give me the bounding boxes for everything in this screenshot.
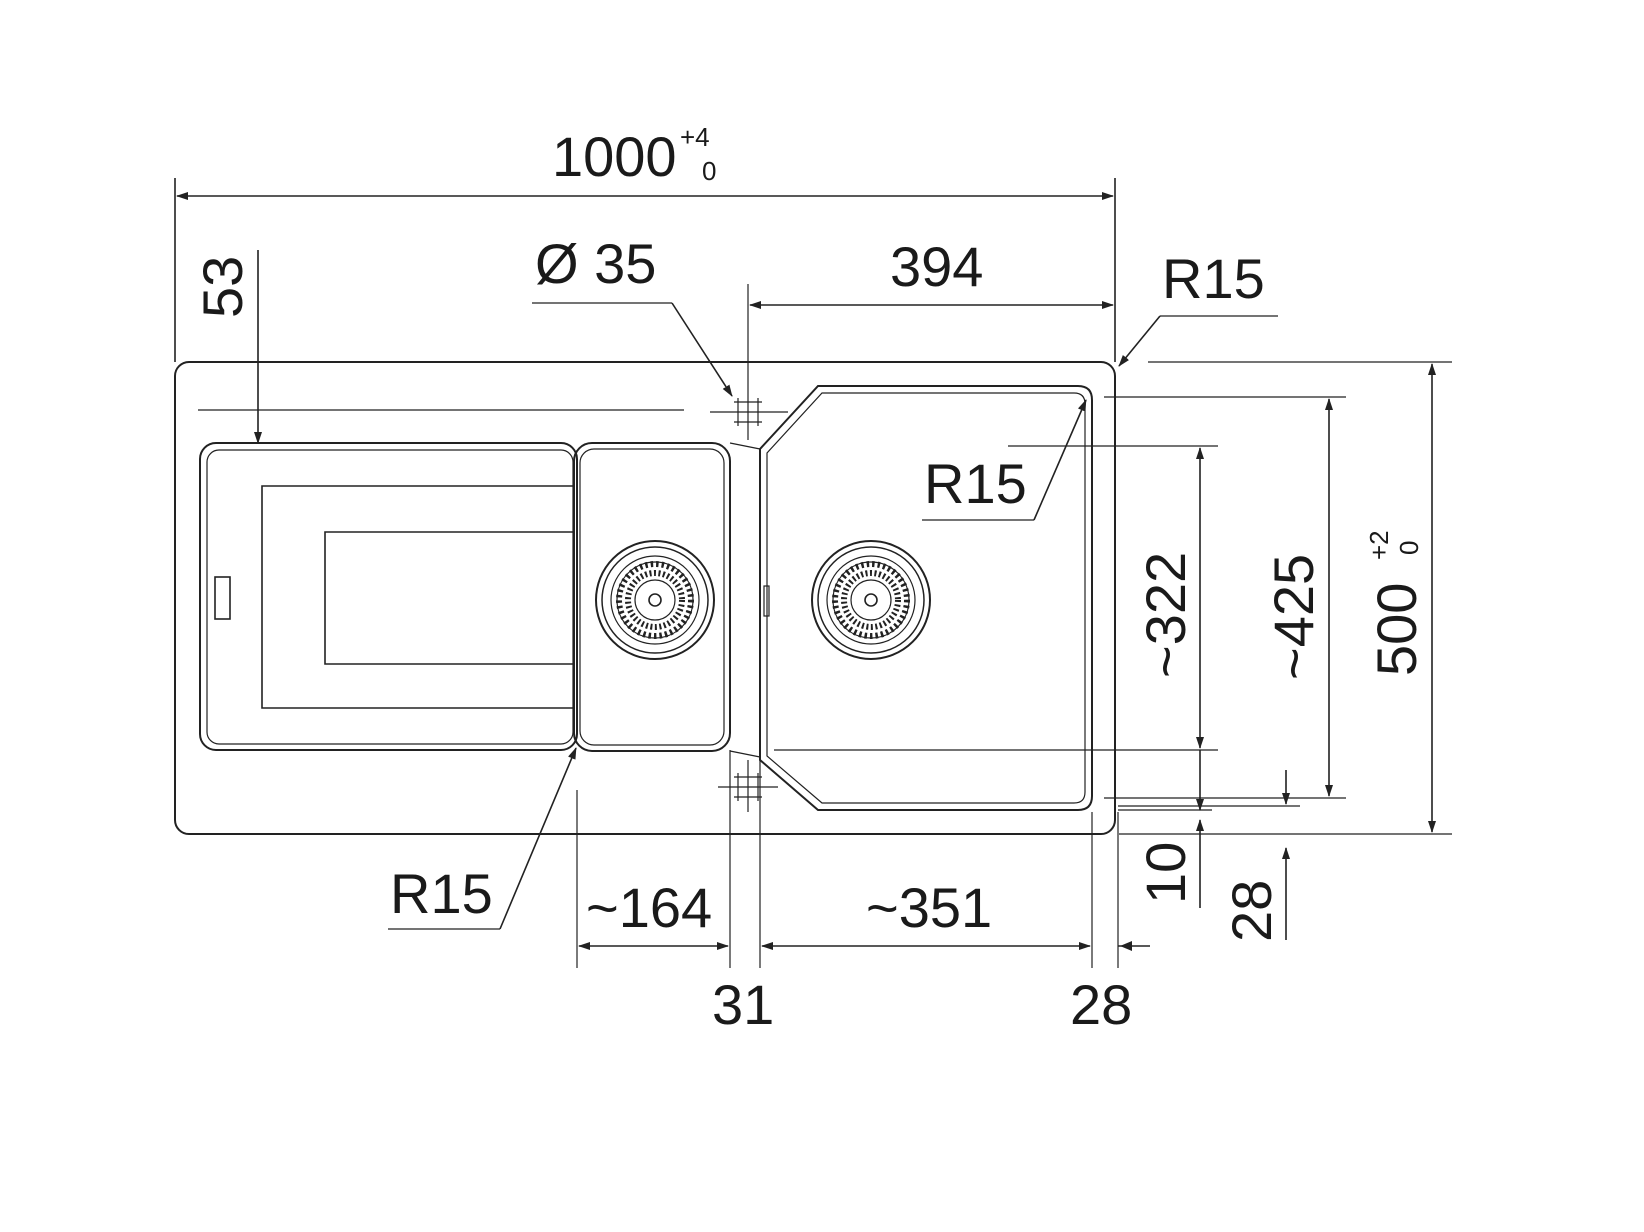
overflow-slot (214, 576, 231, 620)
dim-corner-radius-small-bowl: R15 (388, 747, 577, 930)
dim-corner-radius-main-bowl-value: R15 (924, 452, 1027, 515)
drainer-outer-outline (199, 442, 578, 751)
dim-tap-hole: Ø 35 (532, 232, 733, 397)
small-bowl (573, 442, 731, 752)
dim-main-bowl-depth-value: ~322 (1134, 552, 1197, 678)
drainer-groove-2 (324, 531, 575, 665)
dim-overall-length-tol-lower: 0 (702, 156, 716, 186)
dim-corner-radius-outer-value: R15 (1162, 247, 1265, 310)
dim-bottom-gap-10: 10 (1118, 750, 1212, 908)
dim-bottom-gap-28-value: 28 (1220, 880, 1283, 942)
dim-overall-width-tol-lower: 0 (1394, 541, 1424, 555)
main-bowl-inner (766, 392, 1086, 804)
dim-drainer-offset: 53 (191, 250, 684, 444)
dim-right-margin-value: 28 (1070, 973, 1132, 1036)
main-bowl-overflow (763, 585, 770, 617)
tap-hole-bottom (718, 760, 778, 812)
dim-overall-width-value: 500 (1365, 583, 1428, 676)
sink-body (174, 361, 1116, 835)
main-bowl (759, 385, 1093, 811)
dim-main-bowl-offset-value: 394 (890, 235, 983, 298)
dim-main-bowl-outer-depth: ~425 (1104, 396, 1346, 799)
dim-overall-width: 500 +2 0 (1119, 361, 1452, 835)
drainer-groove-1 (261, 485, 575, 709)
dim-bottom-gap-10-value: 10 (1134, 842, 1197, 904)
dim-main-bowl-outer-depth-value: ~425 (1262, 554, 1325, 680)
dim-overall-length-tol-upper: +4 (680, 122, 710, 152)
tap-hole-top (710, 384, 788, 440)
sink-outer-outline (174, 361, 1116, 835)
dim-bottom-gap-28: 28 (1118, 770, 1300, 942)
dim-corner-radius-small-bowl-value: R15 (390, 862, 493, 925)
main-bowl-strainer (811, 540, 931, 660)
bowl-divider (729, 442, 761, 758)
dim-drainer-offset-value: 53 (191, 256, 254, 318)
main-bowl-outer (759, 385, 1093, 811)
dim-main-bowl-width-value: ~351 (866, 876, 992, 939)
small-bowl-inner (579, 448, 725, 746)
dim-tap-hole-value: Ø 35 (535, 232, 656, 295)
small-bowl-outer (573, 442, 731, 752)
drainer (199, 442, 578, 751)
dim-bottom-horizontal: ~164 ~351 31 28 (576, 750, 1150, 1036)
dim-divider-width-value: 31 (712, 973, 774, 1036)
dim-overall-length-value: 1000 (552, 125, 677, 188)
dim-corner-radius-main-bowl: R15 (922, 399, 1087, 521)
dim-overall-length: 1000 +4 0 (174, 122, 1116, 362)
small-bowl-strainer (595, 540, 715, 660)
dim-corner-radius-outer: R15 (1118, 247, 1278, 367)
dim-small-bowl-width-value: ~164 (586, 876, 712, 939)
dim-main-bowl-offset: 394 (747, 235, 1114, 384)
dim-main-bowl-depth: ~322 (774, 445, 1218, 751)
dim-overall-width-tol-upper: +2 (1364, 530, 1394, 560)
